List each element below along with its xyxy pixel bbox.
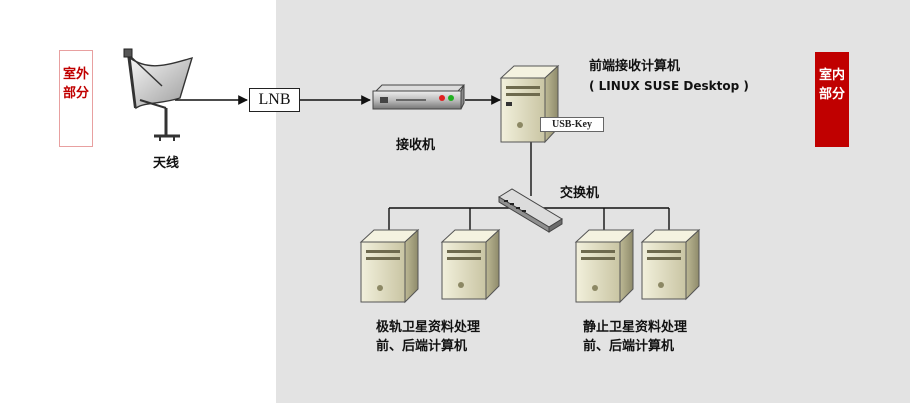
geo-satellite-label-line1: 静止卫星资料处理 xyxy=(583,320,688,335)
usb-key-label: USB-Key xyxy=(540,117,604,132)
indoor-zone-label: 室内部分 xyxy=(815,52,849,147)
lnb-box: LNB xyxy=(249,88,300,112)
satellite-dish-icon xyxy=(123,48,194,141)
outdoor-zone-label: 室外部分 xyxy=(59,50,93,147)
receiver-label: 接收机 xyxy=(396,138,436,153)
indoor-area-background xyxy=(276,0,910,403)
antenna-label: 天线 xyxy=(153,156,180,171)
polar-satellite-label-line1: 极轨卫星资料处理 xyxy=(376,320,481,335)
polar-satellite-label-line2: 前、后端计算机 xyxy=(376,339,468,354)
geo-satellite-label-line2: 前、后端计算机 xyxy=(583,339,675,354)
network-switch-icon xyxy=(498,188,563,233)
server-tower-icon xyxy=(440,228,501,301)
receiver-box-icon xyxy=(372,84,466,110)
frontend-computer-os: ( LINUX SUSE Desktop ) xyxy=(589,79,749,93)
switch-label: 交换机 xyxy=(560,186,600,201)
server-tower-icon xyxy=(574,228,635,304)
server-tower-icon xyxy=(640,228,701,301)
server-tower-icon xyxy=(359,228,420,304)
frontend-computer-title: 前端接收计算机 xyxy=(589,59,681,74)
